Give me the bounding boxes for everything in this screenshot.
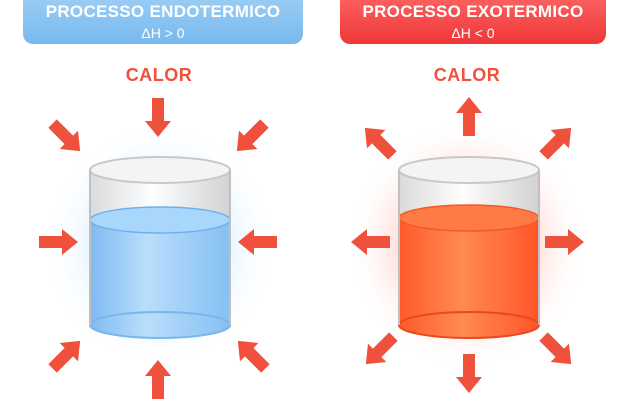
outward-arrow-bottom-left [365, 332, 398, 365]
outward-heat-arrows [351, 97, 584, 393]
inward-arrow-top-left [48, 119, 81, 152]
inward-arrow-bottom [145, 360, 171, 399]
exothermic-banner: PROCESSO EXOTERMICO ΔH < 0 [340, 0, 606, 44]
outward-arrow-bottom-right [539, 332, 572, 365]
outward-arrow-bottom [456, 354, 482, 393]
inward-arrow-bottom-right [237, 340, 270, 373]
exothermic-formula: ΔH < 0 [451, 24, 495, 41]
inward-arrow-left [39, 229, 78, 255]
inward-arrow-top [145, 98, 171, 137]
outward-arrow-top [456, 97, 482, 136]
outward-arrow-top-right [539, 127, 572, 160]
exothermic-heat-label: CALOR [433, 65, 501, 85]
outward-arrow-left [351, 229, 390, 255]
endothermic-formula: ΔH > 0 [141, 24, 185, 41]
outward-arrow-top-left [364, 127, 397, 160]
endothermic-title: PROCESSO ENDOTERMICO [45, 1, 281, 21]
outward-arrow-right [545, 229, 584, 255]
endothermic-beaker [89, 156, 231, 339]
inward-arrow-top-right [236, 119, 269, 152]
inward-arrow-right [238, 229, 277, 255]
exothermic-beaker [398, 156, 540, 339]
exothermic-title: PROCESSO EXOTERMICO [362, 1, 584, 21]
endothermic-banner: PROCESSO ENDOTERMICO ΔH > 0 [23, 0, 303, 44]
inward-arrow-bottom-left [48, 340, 81, 373]
endothermic-heat-label: CALOR [125, 65, 193, 85]
inward-heat-arrows [39, 98, 277, 399]
